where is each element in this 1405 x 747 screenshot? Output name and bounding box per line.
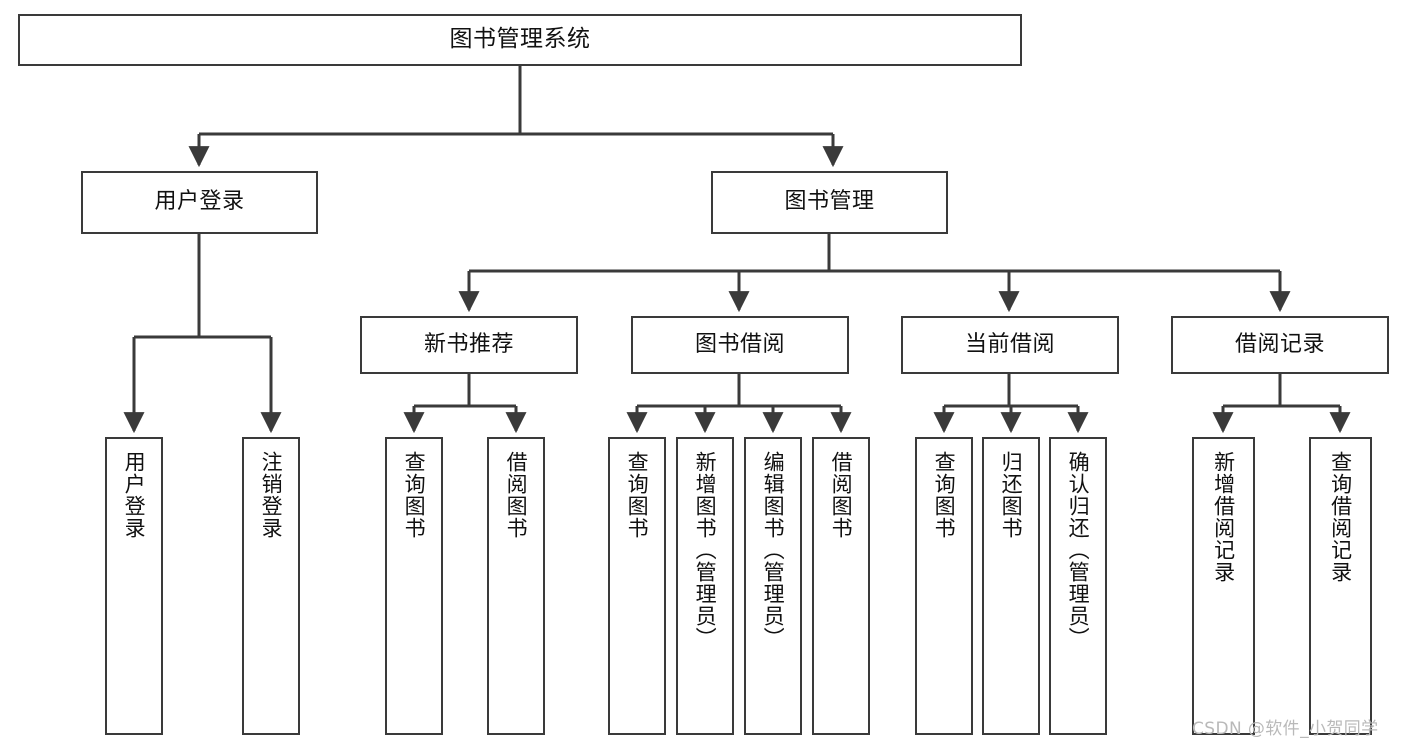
node-current-borrow[interactable]: 当前借阅 — [901, 316, 1119, 374]
node-borrow-records[interactable]: 借阅记录 — [1171, 316, 1389, 374]
leaf-new-book-borrow[interactable]: 借阅图书 — [487, 437, 545, 735]
leaf-label: 新增图书（管理员） — [693, 451, 718, 649]
leaf-label: 查询图书 — [402, 451, 427, 539]
leaf-label: 归还图书 — [999, 451, 1024, 539]
leaf-label: 编辑图书（管理员） — [761, 451, 786, 649]
leaf-label: 新增借阅记录 — [1211, 451, 1236, 583]
node-book-management[interactable]: 图书管理 — [711, 171, 948, 234]
node-book-borrow[interactable]: 图书借阅 — [631, 316, 849, 374]
node-root-system[interactable]: 图书管理系统 — [18, 14, 1022, 66]
leaf-user-login-logout[interactable]: 注销登录 — [242, 437, 300, 735]
leaf-records-query-record[interactable]: 查询借阅记录 — [1309, 437, 1372, 735]
leaf-borrow-edit-book-admin[interactable]: 编辑图书（管理员） — [744, 437, 802, 735]
leaf-borrow-add-book-admin[interactable]: 新增图书（管理员） — [676, 437, 734, 735]
leaf-user-login-login[interactable]: 用户登录 — [105, 437, 163, 735]
node-new-book-recommend[interactable]: 新书推荐 — [360, 316, 578, 374]
leaf-current-return-book[interactable]: 归还图书 — [982, 437, 1040, 735]
leaf-label: 借阅图书 — [504, 451, 529, 539]
leaf-label: 确认归还（管理员） — [1066, 451, 1091, 649]
leaf-new-book-query[interactable]: 查询图书 — [385, 437, 443, 735]
leaf-borrow-borrow-book[interactable]: 借阅图书 — [812, 437, 870, 735]
leaf-label: 借阅图书 — [829, 451, 854, 539]
leaf-label: 查询图书 — [625, 451, 650, 539]
node-user-login[interactable]: 用户登录 — [81, 171, 318, 234]
leaf-current-query-book[interactable]: 查询图书 — [915, 437, 973, 735]
leaf-borrow-query-book[interactable]: 查询图书 — [608, 437, 666, 735]
leaf-label: 查询图书 — [932, 451, 957, 539]
leaf-label: 注销登录 — [259, 451, 284, 539]
leaf-records-add-record[interactable]: 新增借阅记录 — [1192, 437, 1255, 735]
leaf-label: 用户登录 — [122, 451, 147, 539]
leaf-current-confirm-return-admin[interactable]: 确认归还（管理员） — [1049, 437, 1107, 735]
leaf-label: 查询借阅记录 — [1328, 451, 1353, 583]
csdn-watermark: CSDN @软件_小贺同学 — [1192, 719, 1379, 739]
